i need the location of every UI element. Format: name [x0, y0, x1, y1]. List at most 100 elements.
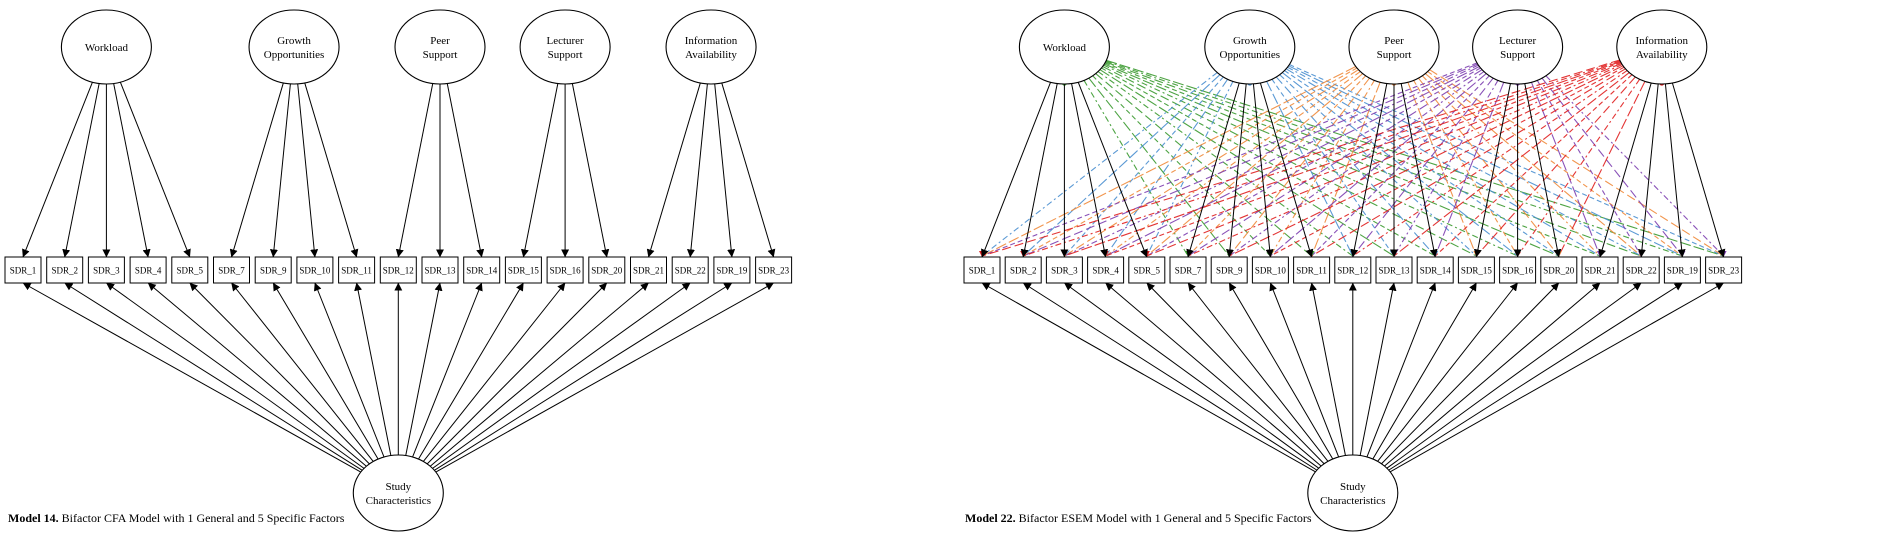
indicator-label: SDR_13	[1378, 266, 1410, 276]
factor-ellipse	[394, 9, 486, 85]
cross-loading-path-growth-sdr-23	[1289, 64, 1724, 257]
indicator-sdr-1: SDR_1	[963, 256, 1001, 284]
indicator-sdr-14: SDR_14	[463, 256, 501, 284]
indicator-sdr-12: SDR_12	[379, 256, 417, 284]
cross-loading-path-growth-sdr-4	[1105, 78, 1229, 257]
loading-path-peer-sdr-12	[1350, 83, 1388, 258]
cross-loading-path-information-sdr-11	[1311, 68, 1626, 257]
general-loading-path-sdr-13	[1359, 282, 1397, 456]
cross-loading-path-workload-sdr-13	[1099, 69, 1395, 257]
cross-loading-path-information-sdr-3	[1064, 61, 1621, 257]
cross-loading-path-growth-sdr-16	[1282, 72, 1518, 257]
indicator-label: SDR_3	[1051, 266, 1078, 276]
indicator-box	[1457, 256, 1495, 284]
cross-loading-path-peer-sdr-10	[1269, 80, 1375, 257]
general-loading-path-sdr-21	[429, 282, 649, 467]
indicator-sdr-10: SDR_10	[1251, 256, 1289, 284]
indicator-box	[87, 256, 125, 284]
factor-label: Availability	[1636, 49, 1688, 61]
indicator-label: SDR_14	[466, 266, 498, 276]
loading-path-workload-sdr-4	[1071, 83, 1109, 258]
general-loading-path-sdr-5	[189, 282, 370, 465]
cross-loading-path-peer-sdr-7	[1187, 75, 1367, 257]
general-loading-path-sdr-4	[1105, 282, 1322, 467]
indicator-box	[1334, 256, 1372, 284]
indicator-sdr-20: SDR_20	[1540, 256, 1578, 284]
factor-label: Peer	[1384, 35, 1404, 47]
cross-loading-path-lecturer-sdr-23	[1545, 75, 1724, 257]
cross-loading-path-growth-sdr-21	[1285, 68, 1601, 257]
cross-loading-path-workload-sdr-11	[1095, 73, 1312, 257]
cross-loading-path-growth-sdr-14	[1275, 76, 1436, 257]
loading-path-information-sdr-22	[1637, 83, 1659, 258]
loading-path-lecturer-sdr-20	[1524, 83, 1562, 258]
indicator-sdr-7: SDR_7	[213, 256, 250, 284]
general-loading-path-sdr-11	[354, 282, 392, 456]
cross-loading-path-lecturer-sdr-9	[1228, 71, 1485, 257]
factor-label: Opportunities	[1220, 49, 1281, 61]
indicator-sdr-5: SDR_5	[1128, 256, 1166, 284]
indicator-label: SDR_16	[1502, 266, 1534, 276]
indicator-label: SDR_7	[1175, 266, 1202, 276]
cross-loading-path-growth-sdr-15	[1279, 74, 1477, 257]
indicator-label: SDR_9	[1216, 266, 1243, 276]
cross-loading-path-peer-sdr-4	[1105, 71, 1361, 257]
general-loading-path-sdr-20	[1381, 282, 1560, 465]
cross-loading-path-peer-sdr-20	[1417, 77, 1560, 257]
general-loading-path-sdr-9	[1228, 282, 1334, 460]
indicator-sdr-21: SDR_21	[630, 256, 667, 284]
general-loading-path-sdr-15	[418, 282, 524, 460]
cross-loading-path-lecturer-sdr-13	[1393, 80, 1499, 257]
factor-label: Workload	[85, 42, 129, 54]
indicator-label: SDR_5	[177, 266, 204, 276]
loading-path-workload-sdr-5	[119, 81, 191, 258]
loading-path-peer-sdr-12	[395, 83, 434, 258]
cross-loading-path-growth-sdr-1	[981, 72, 1218, 257]
cross-loading-path-information-sdr-20	[1558, 81, 1646, 257]
general-loading-path-sdr-14	[1366, 282, 1437, 458]
factor-label: Information	[1636, 35, 1689, 47]
model-14-panel: WorkloadGrowthOpportunitiesPeerSupportLe…	[4, 9, 793, 532]
cross-loading-path-information-sdr-9	[1228, 65, 1624, 257]
factor-label: Growth	[1233, 35, 1267, 47]
indicator-sdr-2: SDR_2	[46, 256, 84, 284]
cross-loading-path-growth-sdr-22	[1287, 66, 1642, 257]
factor-workload: Workload	[60, 9, 152, 85]
indicator-sdr-9: SDR_9	[1210, 256, 1248, 284]
indicator-label: SDR_11	[1296, 266, 1327, 276]
loading-path-growth-sdr-11	[304, 82, 359, 258]
model-22-caption-number: Model 22.	[965, 511, 1016, 525]
indicator-sdr-3: SDR_3	[87, 256, 125, 284]
indicator-sdr-23: SDR_23	[755, 256, 793, 284]
indicator-box	[379, 256, 417, 284]
indicator-label: SDR_12	[1337, 266, 1368, 276]
general-loading-path-sdr-9	[272, 282, 379, 460]
indicator-label: SDR_19	[1667, 266, 1699, 276]
loading-path-growth-sdr-10	[297, 83, 319, 258]
cross-loading-path-information-sdr-14	[1434, 74, 1633, 257]
indicator-box	[1210, 256, 1248, 284]
cross-loading-path-information-sdr-15	[1475, 76, 1636, 257]
indicator-box	[1004, 256, 1042, 284]
indicator-sdr-13: SDR_13	[421, 256, 459, 284]
indicator-box	[1416, 256, 1454, 284]
indicator-label: SDR_20	[1543, 266, 1575, 276]
indicator-sdr-15: SDR_15	[1457, 256, 1495, 284]
indicator-sdr-19: SDR_19	[1663, 256, 1701, 284]
general-loading-path-sdr-15	[1372, 282, 1477, 460]
cross-loading-path-peer-sdr-3	[1064, 69, 1359, 257]
indicator-box	[1375, 256, 1413, 284]
indicator-label: SDR_5	[1134, 266, 1161, 276]
factor-ellipse	[1472, 9, 1564, 85]
indicator-box	[963, 256, 1001, 284]
factor-label: Availability	[685, 49, 737, 61]
general-loading-path-sdr-21	[1384, 282, 1601, 467]
cross-loading-path-peer-sdr-19	[1427, 71, 1683, 257]
cross-loading-path-growth-sdr-13	[1271, 78, 1395, 257]
indicator-box	[1663, 256, 1701, 284]
indicator-sdr-23: SDR_23	[1705, 256, 1743, 284]
